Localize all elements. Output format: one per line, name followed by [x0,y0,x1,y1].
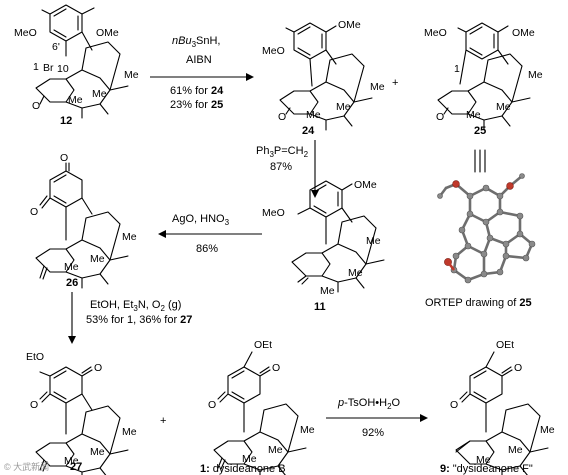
reaction-5: p-TsOH•H2O 92% [326,397,428,439]
c24-me2-label: Me [336,101,351,113]
c25-pos1-label: 1 [454,63,460,75]
c24-me3-label: Me [370,81,385,93]
c25-me1-label: Me [466,109,481,121]
r2-yield: 87% [270,161,292,173]
ortep-caption: ORTEP drawing of 25 [425,297,532,309]
c12-pos1-label: 1 [33,61,39,73]
compound-11: MeO OMe Me Me Me 11 [262,179,385,313]
c12-br-label: Br [43,62,54,74]
c12-pos6-label: 6' [52,41,60,53]
compound-25: MeO OMe 1 O Me Me Me 25 [424,22,543,137]
watermark: © 大武新闻 [4,461,49,472]
c1-me2-label: Me [268,444,283,456]
c9-oet-label: OEt [496,339,514,351]
c1-oet-label: OEt [254,339,272,351]
c12-me1-label: Me [68,94,83,106]
c27-me3-label: Me [122,426,137,438]
c25-label: 25 [474,125,486,137]
r2-reagent: Ph3P=CH2 [256,145,309,159]
r5-reagent: p-TsOH•H2O [337,397,401,411]
compound-1: OEt O O Me Me Me 1:dysideanone B [200,339,315,475]
c11-me3-label: Me [366,235,381,247]
c26-o1-label: O [60,152,68,164]
c1-o1-label: O [208,399,216,411]
c27-label: 27 [70,461,82,473]
c27-me1-label: Me [64,455,79,467]
c27-me2-label: Me [90,446,105,458]
r1-reagent-b: AIBN [186,54,212,66]
ortep-drawing [437,173,536,284]
compound-24: MeO OMe O Me Me Me 24 [262,19,385,137]
reaction-1: nBu3SnH, AIBN 61% for 24 23% for 25 [150,35,254,111]
c24-ome-label: OMe [338,19,361,31]
compound-26: O O Me Me Me 26 [30,152,137,289]
c26-label: 26 [66,277,78,289]
r3-yield: 86% [196,243,218,255]
c1-o2-label: O [272,362,280,374]
c25-ome-label: OMe [512,27,535,39]
r1-yield-1: 61% for 24 [170,85,224,97]
compound-9: OEt O O Me Me Me 9:"dysideanone F" [440,339,555,475]
c24-label: 24 [302,125,315,137]
c27-o2-label: O [94,362,102,374]
c27-o1-label: O [30,399,38,411]
c26-me3-label: Me [122,231,137,243]
reaction-2: Ph3P=CH2 87% [256,140,319,198]
c9-me3-label: Me [540,424,555,436]
r5-yield: 92% [362,427,384,439]
c26-me1-label: Me [64,261,79,273]
reaction-3: AgO, HNO3 86% [158,213,262,255]
c9-o1-label: O [450,399,458,411]
c9-me2-label: Me [508,444,523,456]
c12-pos10-label: 10 [57,63,69,75]
plus-sign-2: + [160,415,166,427]
c1-me3-label: Me [300,424,315,436]
c12-o-label: O [32,100,40,112]
c1-me1-label: Me [242,453,257,465]
c12-me2-label: Me [92,88,107,100]
c25-o-label: O [436,111,444,123]
c26-o2-label: O [30,206,38,218]
c24-meo-label: MeO [262,45,285,57]
c25-me3-label: Me [528,69,543,81]
equivalence-mark [474,149,486,173]
r1-reagent-a: nBu3SnH, [172,35,221,49]
c12-meo-label: MeO [14,27,37,39]
c25-me2-label: Me [496,101,511,113]
c9-o2-label: O [514,362,522,374]
c9-label: 9:"dysideanone F" [440,463,533,475]
plus-sign-1: + [392,77,398,89]
c11-meo-label: MeO [262,207,285,219]
c27-eto-label: EtO [26,351,44,363]
c12-label: 12 [60,115,72,127]
c1-label: 1:dysideanone B [200,463,286,475]
c26-me2-label: Me [90,253,105,265]
c12-me3-label: Me [124,69,139,81]
c11-ome-label: OMe [354,179,377,191]
c11-me2-label: Me [348,267,363,279]
compound-12: MeO OMe 6' 1 Br 10 O Me Me Me 12 [14,4,139,127]
r1-yield-2: 23% for 25 [170,99,223,111]
c24-me1-label: Me [306,109,321,121]
c24-o-label: O [278,111,286,123]
r3-reagent: AgO, HNO3 [172,213,230,227]
r4-reagent: EtOH, Et3N, O2 (g) [90,299,181,313]
compound-27: EtO O O Me Me Me 27 [26,351,137,475]
c9-me1-label: Me [476,454,491,466]
c25-meo-label: MeO [424,27,447,39]
c11-me1-label: Me [320,285,335,297]
c12-ome-label: OMe [96,27,119,39]
reaction-4: EtOH, Et3N, O2 (g) 53% for 1, 36% for 27 [68,292,192,344]
r4-yield: 53% for 1, 36% for 27 [86,314,192,326]
c11-label: 11 [314,301,326,313]
